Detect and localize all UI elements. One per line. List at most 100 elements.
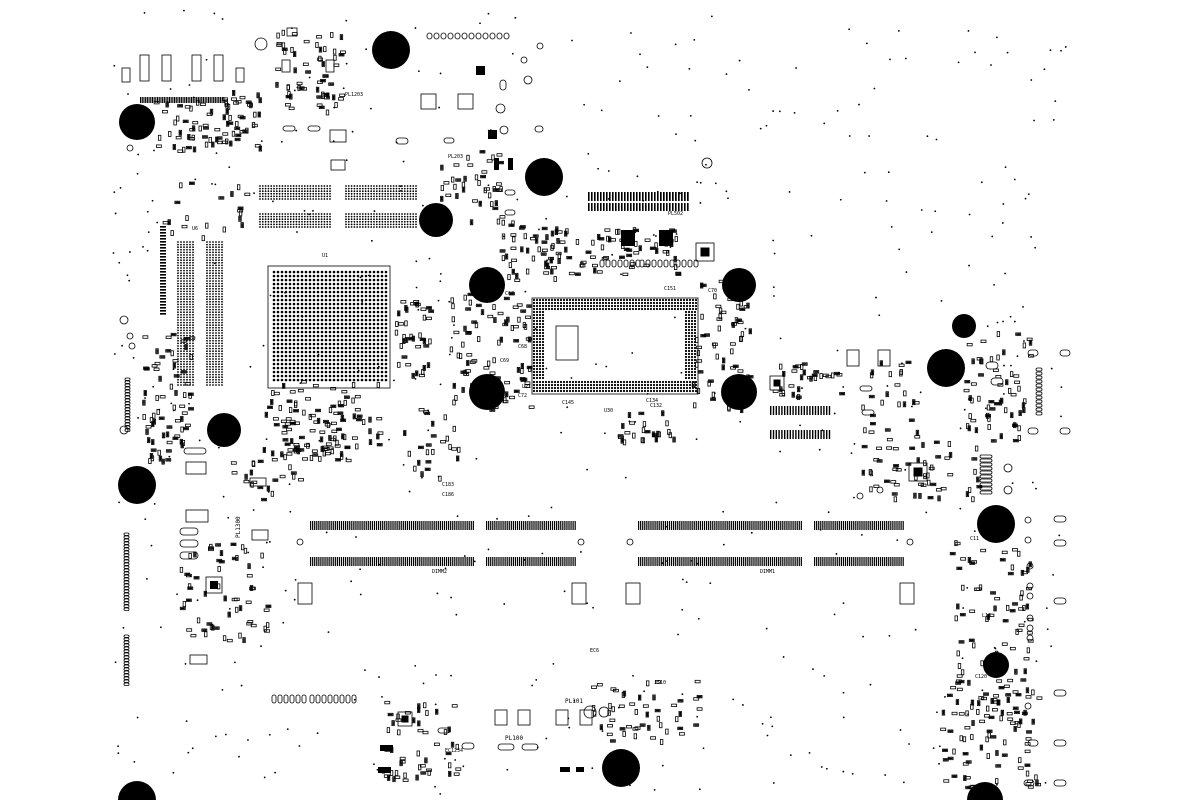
via-dot [417,308,420,311]
via-dot [221,688,224,691]
smd-component [960,557,967,561]
smd-component-fill [994,402,999,405]
smd-component [187,134,191,140]
mounting-hole [602,749,640,787]
via-dot [1064,46,1067,48]
smd-component [284,442,291,446]
via-dot [968,213,971,216]
oval-pad [123,604,130,608]
smd-component [564,246,568,253]
smd-component [739,336,743,342]
smd-component [740,331,745,338]
via-dot [378,563,381,566]
smd-component [199,102,206,107]
smd-component-fill [332,95,335,100]
via-dot [603,432,606,435]
smd-component [946,693,953,698]
via-dot [932,747,935,750]
smd-component-fill [942,710,945,715]
smd-component [222,635,227,642]
mounting-hole [419,203,453,237]
oval-pad [979,478,993,483]
smd-component [383,774,390,778]
smd-component-fill [322,62,324,67]
smd-component [1010,564,1015,571]
via-dot [172,771,175,774]
smd-component [928,466,935,471]
via-dot [408,490,411,493]
via-dot [121,344,123,347]
smd-component [645,711,649,718]
smd-component [426,362,431,369]
oval-pad [123,658,130,662]
smd-component-fill [950,552,955,555]
smd-component [592,263,598,268]
smd-component [955,699,960,705]
smd-component [813,370,820,374]
smd-component [996,331,1001,337]
via-dot [265,541,268,544]
smd-component-fill [270,399,273,404]
via-dot [748,89,750,91]
smd-component [507,274,511,281]
smd-component [973,468,977,475]
via-dot [836,349,839,352]
via-dot [993,283,995,286]
via-dot [439,272,442,275]
smd-component-fill [415,371,418,376]
smd-component-fill [259,146,262,151]
smd-component-fill [1014,711,1019,714]
chipset-balls [684,310,697,380]
via-dot [795,67,797,69]
smd-component-fill [369,440,372,445]
smd-component [271,450,275,457]
smd-component [977,700,981,707]
smd-component [466,360,470,366]
smd-component [638,411,645,416]
via-dot [565,195,568,198]
smd-component [222,132,229,136]
oval-pad [123,643,130,647]
smd-component [606,732,613,737]
smd-component [914,435,921,439]
smd-component [231,97,237,101]
via-dot [189,574,192,577]
smd-component [339,34,344,41]
via-dot [262,344,265,347]
dimm1-upper-pins [814,521,904,530]
via-dot [632,674,634,677]
dimm2-lower-pins [310,557,474,566]
smd-component-fill [668,239,673,242]
smd-component-fill [448,727,450,732]
smd-component [652,694,656,701]
oval-pad [499,125,509,135]
via-dot [176,593,178,596]
oval-pad [123,577,130,581]
smd-component [799,374,804,381]
via-dot [772,782,775,784]
smd-component-fill [166,450,171,452]
oval-pad [979,462,993,467]
smd-component [281,431,288,435]
label-c72: C72 [518,393,527,399]
smd-component-fill [516,273,518,278]
chipset-balls [532,380,698,393]
smd-component [399,756,406,761]
smd-component [175,135,182,140]
smd-component [183,392,187,399]
smd-component-fill [472,321,477,323]
smd-component [316,103,323,107]
via-dot [534,327,537,330]
smd-component-fill [870,414,875,417]
smd-component-fill [186,599,191,602]
smd-component [285,95,292,99]
via-dot [227,516,230,519]
smd-component-fill [1012,424,1017,427]
via-dot [524,290,527,293]
smd-component [473,396,477,403]
via-dot [765,627,768,630]
smd-component [608,702,612,709]
smd-component [970,699,975,706]
smd-component-fill [223,115,226,120]
via-dot [316,732,319,735]
